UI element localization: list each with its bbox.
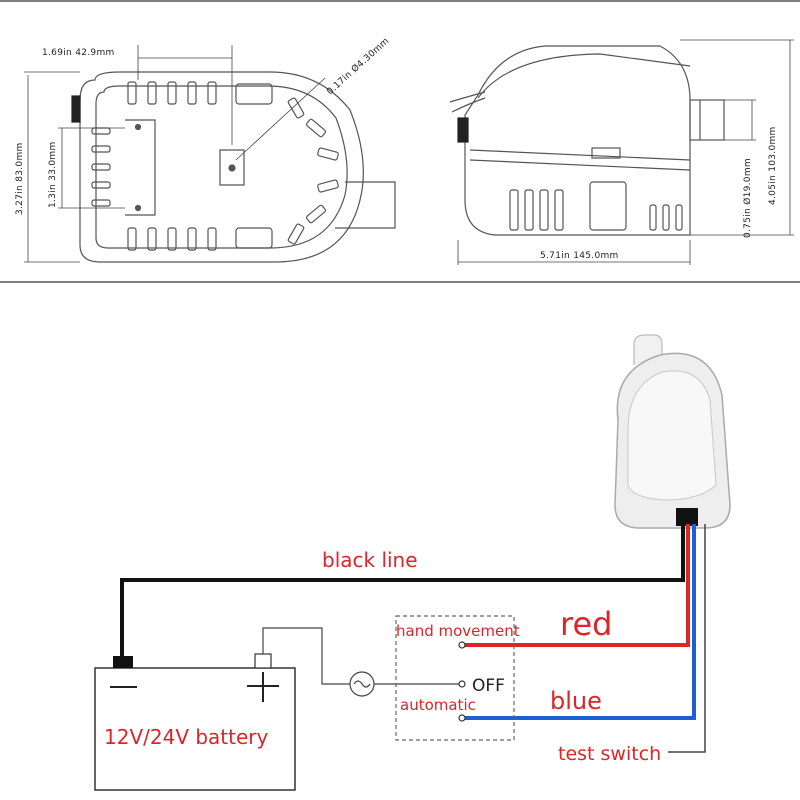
pump-unit (614, 334, 731, 529)
top-view-dimension-lines (24, 45, 326, 263)
dim-hole-diameter: 0.17in Ø4.30mm (325, 36, 392, 98)
off-label: OFF (472, 676, 505, 696)
black-line-label: black line (322, 548, 418, 572)
dim-height-inner: 1.3in 33.0mm (48, 141, 58, 208)
blue-wire (462, 524, 696, 720)
positive-wire (262, 627, 350, 685)
fuse-wave (353, 680, 371, 688)
automatic-label: automatic (400, 696, 476, 714)
hand-terminal (458, 641, 466, 649)
black-wire (120, 524, 685, 656)
switch-box (395, 615, 515, 741)
battery-label: 12V/24V battery (104, 725, 269, 749)
battery-box (94, 667, 296, 791)
off-terminal (458, 680, 466, 688)
test-switch-label: test switch (558, 743, 661, 765)
blue-label: blue (550, 687, 602, 715)
dim-height-right: 4.05in 103.0mm (768, 126, 778, 205)
red-wire (462, 524, 690, 647)
positive-terminal (254, 653, 272, 669)
dim-outlet-diameter: 0.75in Ø19.0mm (742, 158, 753, 238)
red-label: red (560, 605, 612, 643)
dim-length: 5.71in 145.0mm (540, 251, 619, 261)
automatic-terminal (458, 714, 466, 722)
hand-movement-label: hand movement (396, 622, 520, 640)
top-view-drawing (71, 71, 396, 263)
dim-width-top: 1.69in 42.9mm (42, 48, 115, 58)
dim-height-left: 3.27in 83.0mm (15, 142, 25, 215)
side-view-dimension-lines (457, 39, 794, 265)
side-view-drawing (449, 45, 725, 236)
test-switch-wire (668, 524, 706, 753)
negative-terminal (113, 656, 133, 668)
